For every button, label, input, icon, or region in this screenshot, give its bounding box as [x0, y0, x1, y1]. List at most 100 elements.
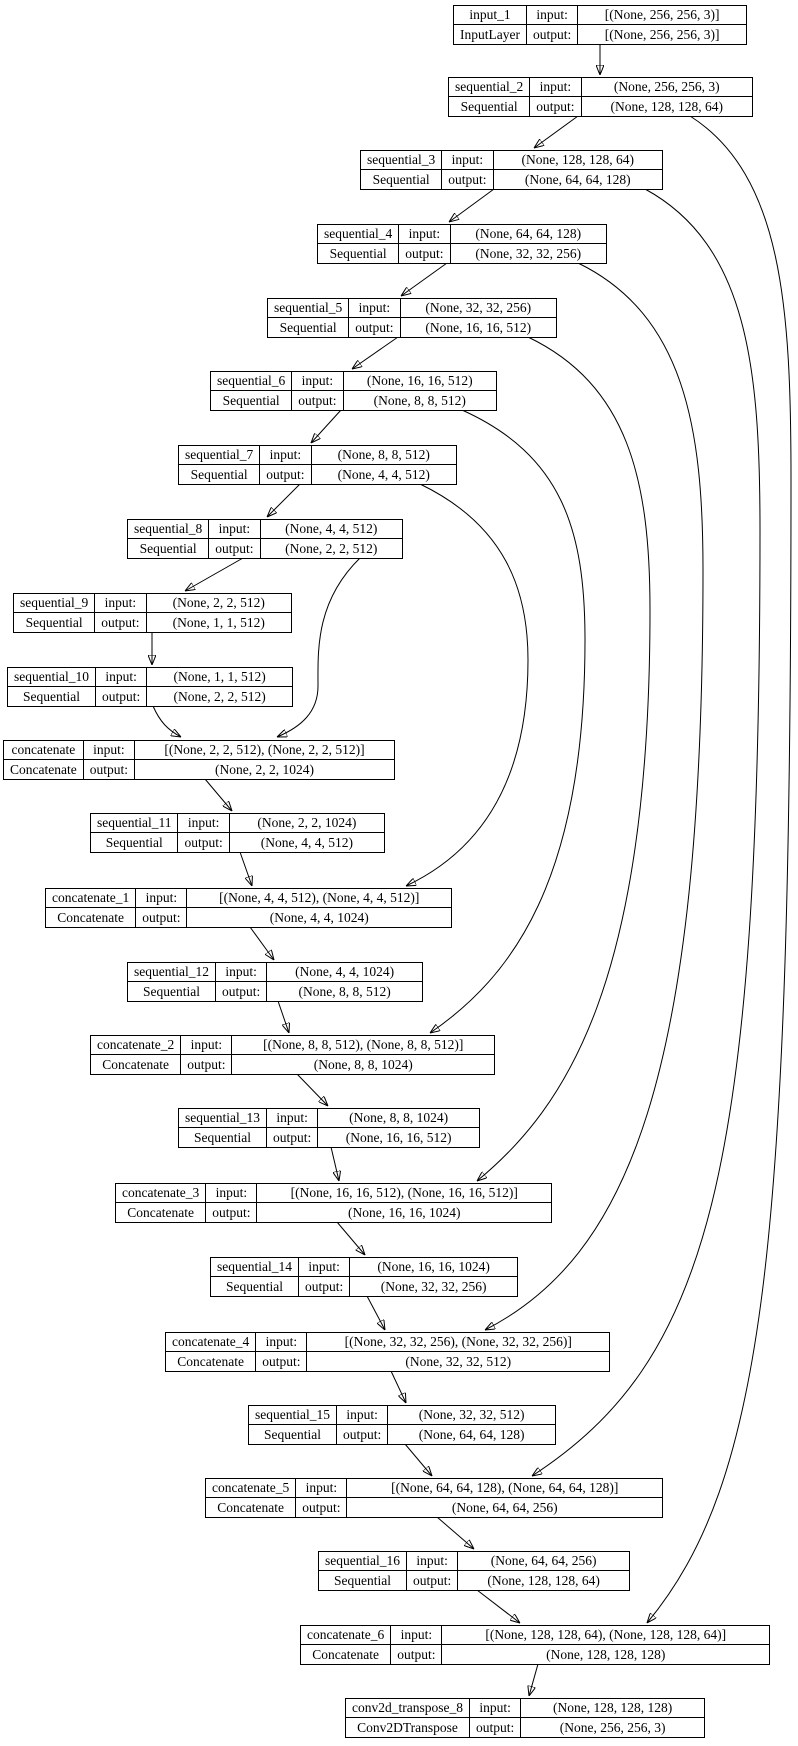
edge-sequential_4-concatenate_4-skip [485, 262, 704, 1330]
input-shape: (None, 16, 16, 1024) [350, 1258, 517, 1277]
layer-node-sequential_9: sequential_9 input: (None, 2, 2, 512) Se… [13, 593, 292, 633]
output-label: output: [96, 687, 148, 706]
output-label: output: [530, 97, 582, 116]
output-label: output: [337, 1425, 389, 1444]
input-shape: [(None, 2, 2, 512), (None, 2, 2, 512)] [134, 741, 394, 760]
layer-class: Sequential [318, 244, 400, 263]
output-shape: (None, 16, 16, 512) [345, 1129, 452, 1145]
input-label: input: [406, 1552, 459, 1571]
layer-class: Sequential [179, 465, 261, 484]
layer-node-sequential_8: sequential_8 input: (None, 4, 4, 512) Se… [127, 519, 403, 559]
input-label: input: [95, 594, 147, 613]
edge-sequential_7-sequential_8 [267, 483, 301, 517]
input-label: input: [336, 1406, 389, 1425]
input-shape: (None, 64, 64, 256) [458, 1552, 629, 1571]
output-label: output: [84, 760, 135, 779]
input-label: input: [178, 814, 230, 833]
layer-class: Sequential [361, 170, 443, 189]
layer-name: concatenate [4, 741, 84, 760]
output-shape: (None, 2, 2, 512) [285, 540, 378, 556]
layer-name: sequential_16 [319, 1552, 407, 1571]
edge-concatenate_4-sequential_15 [390, 1370, 406, 1403]
layer-class: Concatenate [166, 1352, 257, 1371]
output-label: output: [136, 908, 188, 927]
input-label: input: [95, 668, 148, 687]
layer-name: sequential_4 [318, 225, 400, 244]
layer-class: Sequential [211, 1277, 299, 1296]
input-shape: [(None, 64, 64, 128), (None, 64, 64, 128… [347, 1479, 662, 1498]
layer-node-sequential_10: sequential_10 input: (None, 1, 1, 512) S… [7, 667, 293, 707]
edge-sequential_6-concatenate_2-skip [430, 409, 586, 1033]
layer-name: sequential_2 [449, 78, 531, 97]
output-shape: (None, 4, 4, 1024) [269, 909, 369, 925]
layer-name: sequential_7 [179, 446, 261, 465]
input-label: input: [526, 6, 579, 25]
input-shape: (None, 4, 4, 1024) [267, 963, 422, 982]
output-shape: (None, 128, 128, 64) [487, 1572, 600, 1588]
output-shape: (None, 128, 128, 128) [546, 1646, 666, 1662]
output-label: output: [206, 1203, 258, 1222]
input-label: input: [298, 1258, 351, 1277]
layer-class: Concatenate [91, 1055, 182, 1074]
output-label: output: [267, 1128, 319, 1147]
layer-name: sequential_15 [249, 1406, 337, 1425]
edge-sequential_5-sequential_6 [352, 336, 399, 369]
output-label: output: [216, 982, 268, 1001]
layer-name: sequential_5 [268, 299, 350, 318]
layer-name: sequential_8 [128, 520, 210, 539]
output-shape: (None, 4, 4, 512) [260, 834, 353, 850]
layer-class: Concatenate [46, 908, 137, 927]
input-label: input: [256, 1333, 308, 1352]
output-label: output: [296, 1498, 348, 1517]
layer-node-sequential_13: sequential_13 input: (None, 8, 8, 1024) … [178, 1108, 480, 1148]
edge-sequential_6-sequential_7 [311, 409, 342, 443]
layer-node-concatenate_2: concatenate_2 input: [(None, 8, 8, 512),… [90, 1035, 495, 1075]
input-label: input: [83, 741, 135, 760]
output-label: output: [299, 1277, 351, 1296]
edge-sequential_11-concatenate_1 [239, 851, 252, 886]
layer-name: sequential_13 [179, 1109, 267, 1128]
layer-node-conv2d_transpose_8: conv2d_transpose_8 input: (None, 128, 12… [345, 1698, 705, 1738]
output-shape: (None, 32, 32, 256) [380, 1278, 487, 1294]
layer-name: input_1 [454, 6, 527, 25]
layer-name: conv2d_transpose_8 [346, 1699, 470, 1718]
layer-name: sequential_9 [14, 594, 96, 613]
layer-class: Sequential [449, 97, 531, 116]
output-label: output: [349, 318, 401, 337]
layer-class: Sequential [179, 1128, 267, 1147]
edge-concatenate_2-sequential_13 [296, 1073, 328, 1106]
output-label: output: [209, 539, 261, 558]
input-shape: [(None, 16, 16, 512), (None, 16, 16, 512… [257, 1184, 551, 1203]
input-label: input: [469, 1699, 522, 1718]
layer-name: concatenate_2 [91, 1036, 182, 1055]
layer-node-concatenate_1: concatenate_1 input: [(None, 4, 4, 512),… [45, 888, 452, 928]
layer-class: Conv2DTranspose [346, 1718, 470, 1737]
input-shape: (None, 2, 2, 512) [146, 594, 291, 613]
layer-name: sequential_14 [211, 1258, 299, 1277]
layer-node-sequential_11: sequential_11 input: (None, 2, 2, 1024) … [90, 813, 385, 853]
layer-class: Sequential [8, 687, 96, 706]
input-shape: (None, 32, 32, 512) [388, 1406, 555, 1425]
layer-node-concatenate_4: concatenate_4 input: [(None, 32, 32, 256… [165, 1332, 610, 1372]
input-label: input: [260, 446, 312, 465]
edge-sequential_8-sequential_9 [185, 557, 244, 591]
input-shape: [(None, 4, 4, 512), (None, 4, 4, 512)] [187, 889, 451, 908]
input-label: input: [349, 299, 401, 318]
layer-node-sequential_7: sequential_7 input: (None, 8, 8, 512) Se… [178, 445, 457, 485]
output-shape: (None, 2, 2, 1024) [215, 761, 314, 777]
input-label: input: [442, 151, 494, 170]
edge-sequential_16-concatenate_6 [476, 1589, 520, 1623]
layer-class: Sequential [14, 613, 96, 632]
edge-concatenate_6-conv2d_transpose_8 [529, 1663, 539, 1696]
output-shape: (None, 8, 8, 512) [298, 983, 391, 999]
output-shape: (None, 16, 16, 1024) [347, 1204, 461, 1220]
output-shape: (None, 256, 256, 3) [559, 1719, 666, 1735]
edge-concatenate-sequential_11 [204, 778, 232, 811]
layer-name: concatenate_3 [116, 1184, 207, 1203]
output-shape: (None, 32, 32, 256) [475, 245, 582, 261]
layer-name: concatenate_4 [166, 1333, 257, 1352]
output-label: output: [260, 465, 312, 484]
output-shape: (None, 64, 64, 128) [418, 1426, 525, 1442]
layer-class: Concatenate [206, 1498, 297, 1517]
